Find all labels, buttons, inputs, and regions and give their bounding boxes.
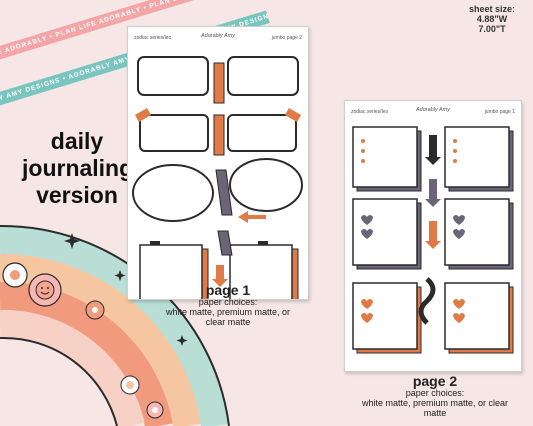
sheet-header: zodiac series/leo Adorably Amy jumbo pag…	[134, 33, 302, 43]
tagline-line-1: daily	[50, 128, 104, 154]
kit-label: jumbo page 2	[271, 35, 302, 41]
sheet-size: sheet size: 4.88"W 7.00"T	[457, 4, 527, 34]
arrow-icon	[425, 135, 441, 249]
sheet-size-label: sheet size:	[468, 4, 516, 14]
sheet-header: zodiac series/leo Adorably Amy jumbo pag…	[351, 107, 515, 117]
sticker-artwork	[352, 126, 514, 354]
sticker-sheet-page-1: zodiac series/leo Adorably Amy jumbo pag…	[127, 26, 309, 300]
page-1-title: page 1	[205, 282, 251, 298]
flower-icon	[2, 262, 164, 419]
heart-icon	[361, 215, 465, 239]
arrow-icon	[212, 265, 228, 287]
brand-label: Adorably Amy	[415, 107, 451, 113]
page-2-subtitle: paper choices:	[405, 388, 465, 398]
page-2-title: page 2	[412, 373, 458, 389]
sticker-sheet-page-2: zodiac series/leo Adorably Amy jumbo pag…	[344, 100, 522, 372]
tagline: daily journaling version	[22, 128, 134, 209]
smiley-flower-icon	[28, 273, 62, 307]
sticker-artwork	[132, 56, 303, 299]
kit-label: jumbo page 1	[484, 109, 515, 115]
page-1-subtitle: paper choices:	[198, 297, 258, 307]
series-label: zodiac series/leo	[134, 35, 172, 41]
tagline-line-2: journaling	[22, 155, 134, 181]
page-1-paper-choices: white matte, premium matte, or clear mat…	[165, 307, 291, 327]
sparkle-icon	[64, 233, 188, 346]
brand-label: Adorably Amy	[200, 33, 236, 39]
page-2-caption: page 2 paper choices: white matte, premi…	[356, 374, 514, 418]
sheet-size-width: 4.88"W	[476, 14, 508, 24]
series-label: zodiac series/leo	[351, 109, 389, 115]
sheet-size-height: 7.00"T	[478, 24, 506, 34]
tagline-line-3: version	[36, 182, 118, 208]
page-2-paper-choices: white matte, premium matte, or clear mat…	[361, 398, 509, 418]
page-1-caption: page 1 paper choices: white matte, premi…	[158, 283, 298, 327]
